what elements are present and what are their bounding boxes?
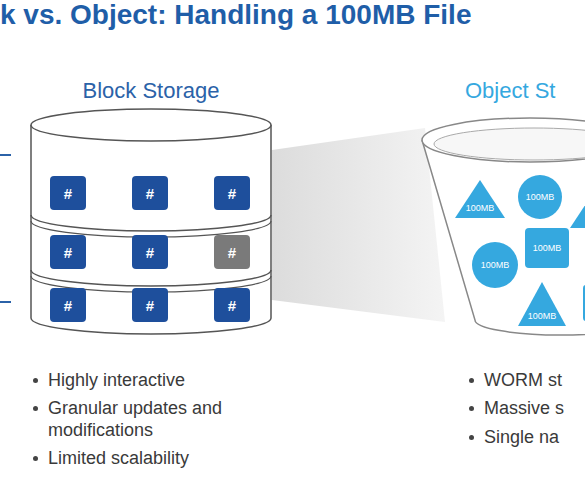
object-shape: 100MB <box>525 228 569 268</box>
object-shape: # <box>50 288 86 322</box>
object-shape: # <box>50 176 86 210</box>
tick-mark <box>0 301 11 303</box>
storage-bucket: Object St100MB100MB100MB100MB100MB <box>420 78 585 340</box>
bullet-text: WORM st <box>484 369 585 391</box>
block-id: # <box>214 235 250 269</box>
object-triangle <box>518 282 566 326</box>
object-shape: 100MB <box>455 180 505 218</box>
block-id: # <box>214 288 250 322</box>
bullet-dot <box>33 456 38 461</box>
cylinder-body <box>31 125 271 334</box>
bullet-dot <box>469 406 474 411</box>
bucket-rim <box>422 118 585 162</box>
object-shape: # <box>132 288 168 322</box>
object-size: 100MB <box>472 242 518 288</box>
block-square <box>132 176 168 210</box>
object-triangle <box>455 180 505 218</box>
object-size: 100MB <box>455 180 505 218</box>
block-id: # <box>50 288 86 322</box>
block-square <box>50 288 86 322</box>
block-id: # <box>132 288 168 322</box>
bullet-dot <box>33 378 38 383</box>
block-square <box>132 235 168 269</box>
section-heading: Object St <box>465 78 555 104</box>
object-shape: # <box>132 176 168 210</box>
storage-cylinder: Block Storage # # # # # # # # # <box>28 78 274 340</box>
object-size: 100MB <box>518 282 566 326</box>
tick-mark <box>0 154 11 156</box>
object-shape: # <box>50 235 86 269</box>
block-id: # <box>50 176 86 210</box>
section-heading: Block Storage <box>28 78 274 104</box>
object-triangle <box>570 190 585 228</box>
bullet-text: Granular updates and modifications <box>48 397 278 441</box>
object-square <box>583 285 585 321</box>
block-square <box>132 288 168 322</box>
object-square <box>525 228 569 268</box>
object-shape: # <box>214 176 250 210</box>
object-shape: # <box>214 288 250 322</box>
object-shape: # <box>214 235 250 269</box>
cylinder-layer <box>31 270 271 286</box>
object-size: 100MB <box>518 175 562 219</box>
object-shape: 100MB <box>518 175 562 219</box>
cylinder-layer <box>31 221 271 237</box>
block-id: # <box>214 176 250 210</box>
block-square <box>50 235 86 269</box>
object-shape: 100MB <box>472 242 518 288</box>
object-shape: # <box>132 235 168 269</box>
zoom-funnel <box>272 128 445 322</box>
bullet-text: Limited scalability <box>48 447 278 469</box>
block-id: # <box>132 176 168 210</box>
bucket-inner-rim <box>434 128 585 160</box>
cylinder-layer <box>31 215 271 231</box>
bullet-dot <box>469 378 474 383</box>
object-circle <box>472 242 518 288</box>
bullet-text: Highly interactive <box>48 369 278 391</box>
block-square <box>214 176 250 210</box>
bullet-text: Single na <box>484 426 585 448</box>
object-circle <box>518 175 562 219</box>
bullet-text: Massive s <box>484 397 585 419</box>
node-outline <box>420 78 585 340</box>
bullet-dot <box>469 435 474 440</box>
cylinder-top <box>31 109 271 141</box>
bullet-dot <box>33 406 38 411</box>
object-size: 100MB <box>525 228 569 268</box>
diagram-title: k vs. Object: Handling a 100MB File <box>0 0 471 30</box>
block-square <box>214 235 250 269</box>
block-square <box>214 288 250 322</box>
block-id: # <box>132 235 168 269</box>
bucket-body <box>422 140 585 335</box>
block-id: # <box>50 235 86 269</box>
object-shape: 100MB <box>518 282 566 326</box>
block-square <box>50 176 86 210</box>
